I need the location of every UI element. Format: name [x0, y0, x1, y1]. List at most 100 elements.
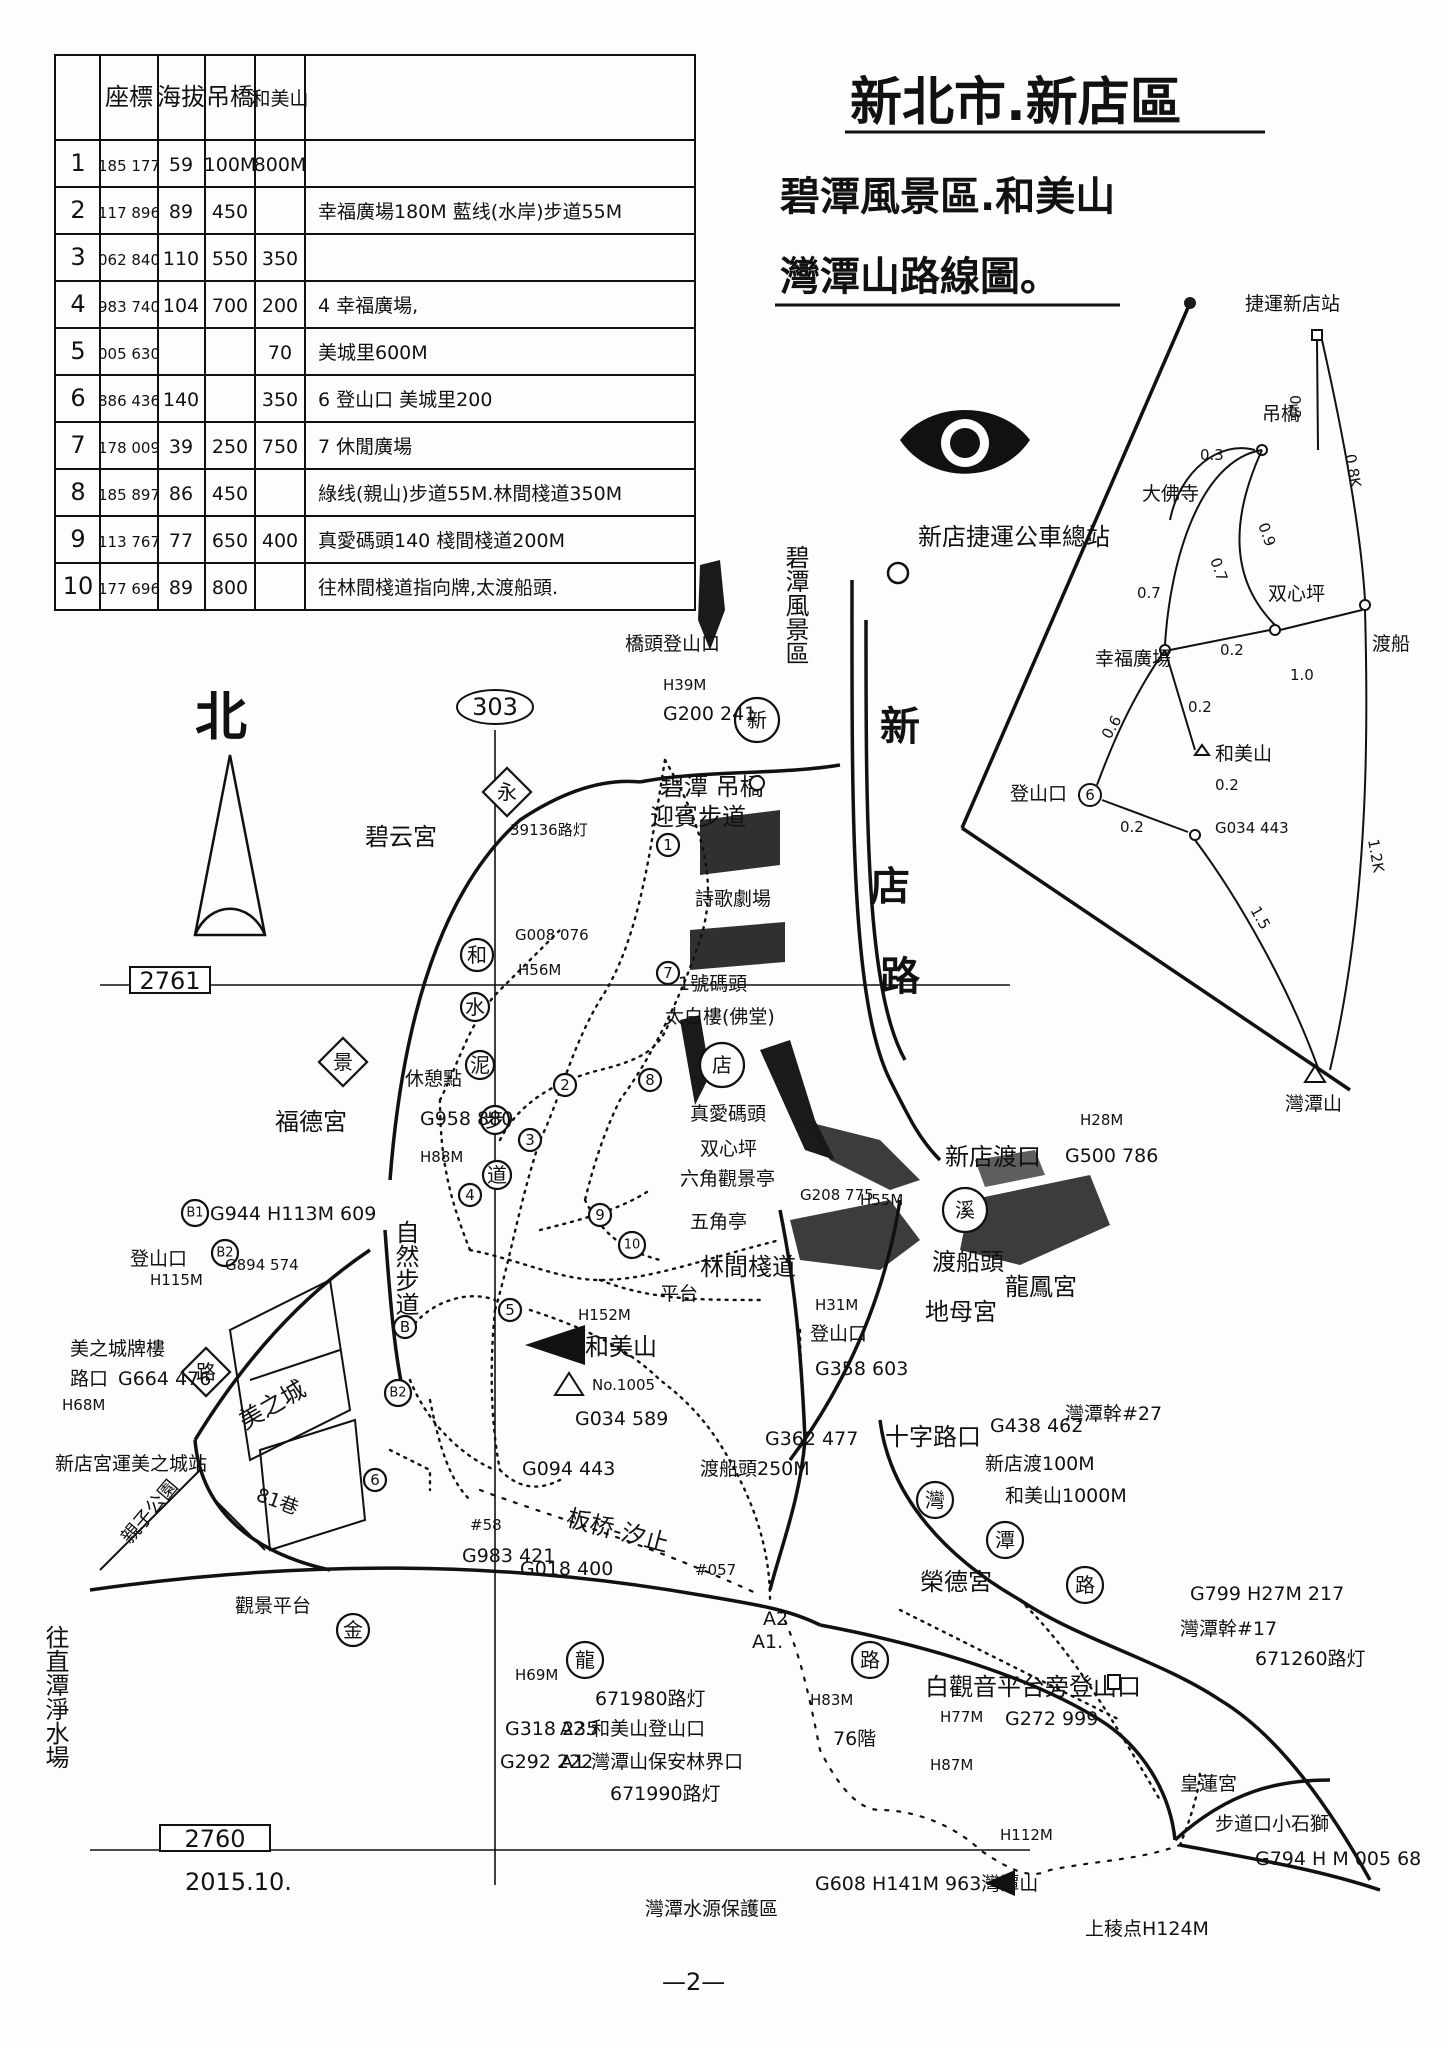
hemei-peak-icon [1193, 743, 1211, 756]
cell-alt: 77 [169, 530, 193, 552]
grid: 2761 2760 303 [90, 689, 1030, 1885]
cell-coord: 005 630 [98, 345, 160, 363]
cell-note: 幸福廣場180M 藍线(水岸)步道55M [318, 201, 622, 223]
road-char-dian: 店 [698, 1041, 746, 1089]
waypoint-3: 3 [517, 1127, 543, 1153]
svg-text:G500 786: G500 786 [1065, 1145, 1158, 1167]
road-char-jing: 景 [317, 1036, 369, 1088]
label-platform: 平台 [660, 1283, 698, 1305]
route-inset: 6 捷運新店站 0.3 吊橋 0.8K 大佛寺 0.3 0.7 0.9 0.7 … [960, 293, 1410, 1115]
inset-bridge: 吊橋 [1262, 403, 1300, 425]
label-poem-theater: 詩歌劇場 [695, 888, 771, 910]
svg-text:溪: 溪 [955, 1198, 975, 1222]
road-markers: 永 和 水 泥 步 道 景 路 金 龍 路 灣 潭 路 溪 新 店 新 店 路 [180, 696, 1105, 1680]
label-liujiao: 六角觀景亭 [680, 1168, 775, 1190]
inset-trailhead: 登山口 [1010, 783, 1067, 805]
label-trailhead-mid: 登山口 [810, 1323, 867, 1345]
svg-text:0.9: 0.9 [1254, 520, 1279, 549]
svg-text:#057: #057 [695, 1561, 736, 1579]
svg-text:路口: 路口 [70, 1368, 108, 1390]
svg-text:671990路灯: 671990路灯 [610, 1783, 721, 1805]
waypoint-7: 7 [655, 960, 681, 986]
waypoint-1: 1 [655, 832, 681, 858]
svg-text:和美山1000M: 和美山1000M [1005, 1485, 1127, 1507]
label-shuangxin: 双心坪 [700, 1138, 757, 1160]
label-wujiao: 五角亭 [690, 1211, 747, 1233]
label-meizhicheng: 美之城 [234, 1375, 310, 1435]
svg-text:H152M: H152M [578, 1306, 631, 1324]
label-dimu: 地母宮 [925, 1298, 997, 1326]
waypoint-8: 8 [637, 1067, 663, 1093]
road-char-ni: 泥 [464, 1049, 496, 1081]
cell-coord: 062 840 [98, 251, 160, 269]
cell-alt: 104 [163, 295, 199, 317]
svg-text:泥: 泥 [470, 1053, 490, 1077]
label-baiguanyin: 白觀音平台旁登山口 [925, 1673, 1141, 1701]
svg-text:0.3: 0.3 [1200, 446, 1224, 464]
cell-no: 4 [70, 290, 85, 318]
svg-text:1: 1 [663, 836, 673, 854]
svg-text:0.7: 0.7 [1206, 555, 1231, 584]
svg-text:G034 443: G034 443 [1215, 819, 1289, 837]
svg-text:0.8K: 0.8K [1341, 453, 1365, 490]
road-char-tan: 潭 [985, 1520, 1025, 1560]
cell-no: 7 [70, 431, 85, 459]
svg-text:0.2: 0.2 [1120, 818, 1144, 836]
cell-bridge: 700 [212, 295, 248, 317]
svg-text:No.1005: No.1005 [592, 1376, 655, 1394]
label-banqiao: 板桥-汐止 [563, 1504, 671, 1558]
svg-text:0.2: 0.2 [1188, 698, 1212, 716]
wantan-peak-marker [985, 1870, 1015, 1896]
svg-text:0.3: 0.3 [1286, 395, 1304, 419]
waypoint-b1: B1 [180, 1198, 210, 1228]
cell-coord: 117 896 [98, 204, 160, 222]
road-char-bu: 步 [479, 1104, 511, 1136]
waypoint-6: 6 [362, 1467, 388, 1493]
svg-text:H39M: H39M [663, 676, 706, 694]
trails [388, 758, 1202, 1875]
hemei-node-icon [1189, 829, 1201, 841]
cell-note: 綠线(親山)步道55M.林間棧道350M [318, 483, 622, 505]
label-pier1: 1號碼頭 [678, 973, 747, 995]
road-char-xin: 新 [733, 696, 781, 744]
svg-text:G034 589: G034 589 [575, 1408, 668, 1430]
svg-text:H83M: H83M [810, 1691, 853, 1709]
svg-text:路: 路 [860, 1648, 880, 1672]
svg-text:水: 水 [465, 995, 485, 1019]
svg-text:1.0: 1.0 [1290, 666, 1314, 684]
svg-text:B: B [400, 1318, 410, 1336]
label-bitan-bridge: 碧潭 吊橋 [660, 773, 764, 801]
svg-text:3: 3 [525, 1131, 535, 1149]
label-steps-mouth: 步道口小石獅 [1215, 1813, 1329, 1835]
cell-note: 真愛碼頭140 棧間棧道200M [318, 530, 565, 552]
label-cross: 十字路口 [885, 1423, 981, 1451]
label-biyun: 碧云宮 [365, 823, 437, 851]
svg-text:H55M: H55M [860, 1191, 903, 1209]
svg-text:H69M: H69M [515, 1666, 558, 1684]
ferry-node-icon [1359, 599, 1371, 611]
label-longfeng: 龍鳳宮 [1005, 1273, 1077, 1301]
svg-text:G208 775: G208 775 [800, 1186, 874, 1204]
svg-text:G318 235: G318 235 [505, 1718, 598, 1740]
trailhead-6-icon [1078, 783, 1102, 807]
cell-hemei: 350 [262, 248, 298, 270]
label-trailhead-b2: 登山口 [130, 1248, 187, 1270]
svg-text:9: 9 [595, 1206, 605, 1224]
svg-text:G983 421: G983 421 [462, 1545, 555, 1567]
svg-text:G200 241: G200 241 [663, 703, 756, 725]
svg-text:灣潭幹#27: 灣潭幹#27 [1065, 1403, 1162, 1425]
svg-text:4: 4 [465, 1186, 475, 1204]
svg-text:A1.: A1. [752, 1631, 783, 1653]
svg-text:G794 H M 005 68: G794 H M 005 68 [1255, 1848, 1421, 1870]
label-g094: G094 443 [522, 1458, 615, 1480]
cell-coord: 886 436 [98, 392, 160, 410]
label-natural-trail: 自然步道 [391, 1220, 419, 1316]
label-g799: G799 H27M 217 [1190, 1583, 1344, 1605]
